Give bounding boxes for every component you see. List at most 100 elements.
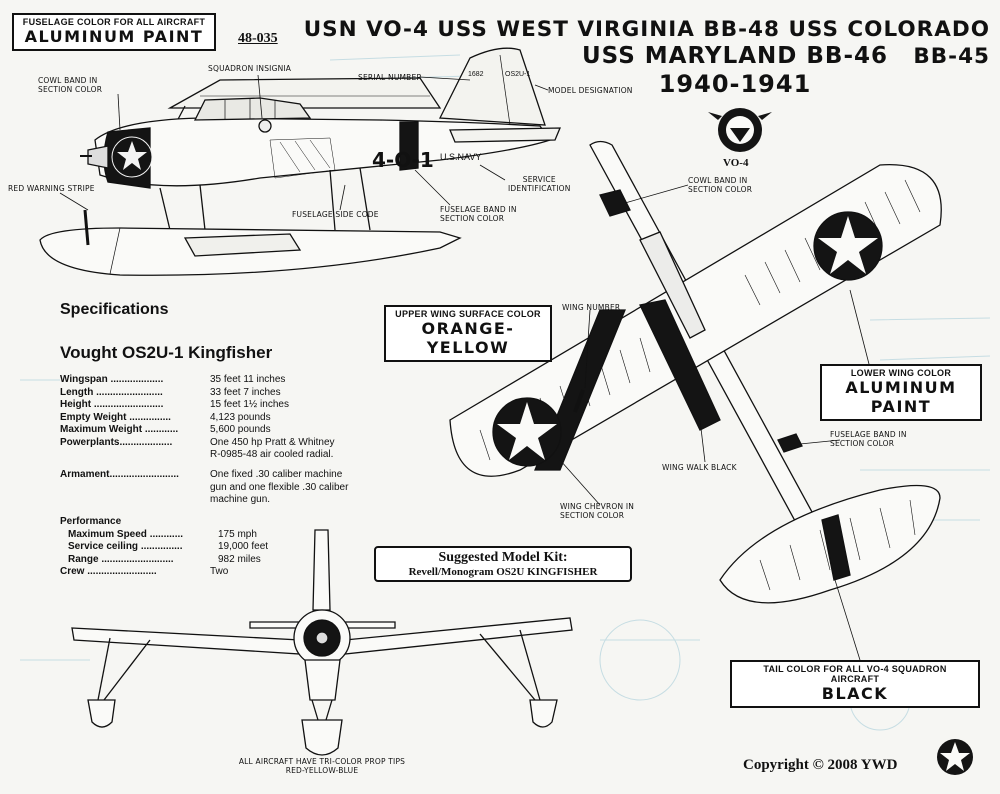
side-leader-lines xyxy=(59,74,549,211)
callout-wing-chevron-2: SECTION COLOR xyxy=(560,511,625,520)
callout-fuselage-band-top-1: FUSELAGE BAND IN xyxy=(830,430,907,439)
top-black-tail xyxy=(821,514,851,581)
side-view-aircraft xyxy=(39,47,561,276)
callout-squadron-insignia: SQUADRON INSIGNIA xyxy=(208,64,292,73)
spec-row: Wingspan ...................35 feet 11 i… xyxy=(60,374,390,387)
squadron-badge xyxy=(708,108,772,152)
spec-key: Maximum Speed ............ xyxy=(68,528,184,540)
callout-cowl-band-top-2: SECTION COLOR xyxy=(688,185,753,194)
lower-wing-box-caption: LOWER WING COLOR xyxy=(850,368,952,378)
callout-cowl-band-side-1: COWL BAND IN xyxy=(38,76,98,85)
spec-value: 4,123 pounds xyxy=(210,411,271,423)
armament-table: Armament......................... One fix… xyxy=(60,469,390,507)
front-float-right xyxy=(529,699,558,728)
callout-fuselage-band-top-2: SECTION COLOR xyxy=(830,439,895,448)
spec-value: gun and one flexible .30 caliber xyxy=(210,481,349,493)
service-marking: U.S.NAVY xyxy=(440,152,482,162)
spec-key: Wingspan ................... xyxy=(60,374,164,385)
spec-key: Range .......................... xyxy=(68,553,174,565)
performance-heading: Performance xyxy=(60,516,122,527)
callout-wing-chevron-1: WING CHEVRON IN xyxy=(560,502,635,511)
callout-wing-number: WING NUMBER xyxy=(562,303,621,312)
spec-row: Armament......................... One fix… xyxy=(60,469,390,482)
upper-wing-color-box: UPPER WING SURFACE COLOR ORANGE-YELLOW xyxy=(384,305,552,362)
spec-key xyxy=(60,482,210,495)
spec-row: R-0985-48 air cooled radial. xyxy=(60,449,390,462)
copyright-text: Copyright © 2008 YWD xyxy=(743,757,898,773)
lower-wing-color-box: LOWER WING COLOR ALUMINUM PAINT xyxy=(820,364,982,421)
spec-value: 15 feet 1½ inches xyxy=(210,399,289,410)
front-view-aircraft xyxy=(71,529,573,756)
spec-key xyxy=(60,494,210,507)
front-wing-left xyxy=(71,627,301,655)
performance-table: Performance Maximum Speed ............ 17… xyxy=(60,516,398,579)
callout-fuselage-band-1: FUSELAGE BAND IN xyxy=(440,205,517,214)
callout-service-id-2: IDENTIFICATION xyxy=(508,184,571,193)
callout-serial-number: SERIAL NUMBER xyxy=(358,73,422,82)
callout-service-id-1: SERVICE xyxy=(522,175,556,184)
kit-name: Revell/Monogram OS2U KINGFISHER xyxy=(408,566,598,578)
callout-wing-chevron: WING CHEVRON IN SECTION COLOR xyxy=(560,502,634,520)
top-cowl-band xyxy=(599,189,631,217)
spec-key: Maximum Weight ............ xyxy=(60,424,179,435)
front-fin xyxy=(312,529,331,611)
spec-row: Height ......................... 15 feet … xyxy=(60,399,390,412)
callout-cowl-band-side: COWL BAND IN SECTION COLOR xyxy=(38,76,102,94)
suggested-kit-box: Suggested Model Kit: Revell/Monogram OS2… xyxy=(374,546,632,582)
spec-key: Powerplants................... xyxy=(60,436,173,448)
spec-key: Service ceiling ............... xyxy=(68,541,183,552)
callout-cowl-band-top: COWL BAND IN SECTION COLOR xyxy=(688,176,752,194)
wing-number-mark xyxy=(573,389,585,413)
spec-value: One fixed .30 caliber machine xyxy=(210,469,343,480)
ywd-roundel-logo xyxy=(937,739,973,775)
spec-value: 19,000 feet xyxy=(218,541,269,552)
top-fuselage-band xyxy=(777,433,803,453)
spec-value: machine gun. xyxy=(210,494,271,505)
callout-fuselage-band-2: SECTION COLOR xyxy=(440,214,505,223)
model-designation-marking: OS2U-1 xyxy=(505,71,531,78)
callout-fuselage-band: FUSELAGE BAND IN SECTION COLOR xyxy=(440,205,517,223)
spec-row: Range .......................... 982 mile… xyxy=(60,554,398,567)
callout-fuselage-side-code: FUSELAGE SIDE CODE xyxy=(292,210,379,219)
spec-row: gun and one flexible .30 caliber xyxy=(60,482,390,495)
callout-cowl-band-side-2: SECTION COLOR xyxy=(38,85,103,94)
fuselage-color-box-caption: FUSELAGE COLOR FOR ALL AIRCRAFT xyxy=(22,17,206,27)
spec-value: 982 miles xyxy=(218,553,261,565)
callout-cowl-band-top-1: COWL BAND IN xyxy=(688,176,748,185)
wing-chevron-b xyxy=(639,299,721,431)
specs-table: Wingspan ...................35 feet 11 i… xyxy=(60,374,390,462)
spec-row: Maximum Weight ............ 5,600 pounds xyxy=(60,424,390,437)
spec-row: Powerplants...................One 450 hp… xyxy=(60,437,390,450)
title-line-3: 1940-1941 xyxy=(658,70,812,98)
spec-value: Two xyxy=(210,566,229,577)
spec-key: Length ........................ xyxy=(60,386,163,398)
aircraft-name: Vought OS2U-1 Kingfisher xyxy=(60,343,273,362)
fuselage-color-box: FUSELAGE COLOR FOR ALL AIRCRAFT ALUMINUM… xyxy=(12,13,216,51)
side-fuselage xyxy=(94,117,552,187)
spec-key: Height ......................... xyxy=(60,399,164,410)
callout-service-identification: SERVICE IDENTIFICATION xyxy=(508,175,571,193)
spec-row: Crew ......................... Two xyxy=(60,566,398,579)
spec-key xyxy=(60,449,210,462)
spec-value: 175 mph xyxy=(218,528,257,540)
callout-prop-tips: ALL AIRCRAFT HAVE TRI-COLOR PROP TIPS RE… xyxy=(222,757,422,775)
spec-key: Crew ......................... xyxy=(60,566,157,577)
callout-fuselage-band-top: FUSELAGE BAND IN SECTION COLOR xyxy=(830,430,907,448)
tail-box-value: BLACK xyxy=(821,684,889,703)
spec-value: R-0985-48 air cooled radial. xyxy=(210,449,334,460)
side-fuselage-band xyxy=(399,121,419,171)
side-star-insignia xyxy=(117,141,147,170)
sheet-number: 48-035 xyxy=(238,31,278,46)
kit-title: Suggested Model Kit: xyxy=(438,550,568,565)
callout-model-designation: MODEL DESIGNATION xyxy=(548,86,633,95)
spec-key: Armament......................... xyxy=(60,469,179,480)
side-fin xyxy=(438,47,546,126)
callout-prop-tips-1: ALL AIRCRAFT HAVE TRI-COLOR PROP TIPS xyxy=(238,757,406,766)
top-view-aircraft xyxy=(449,140,942,604)
spec-value: 5,600 pounds xyxy=(210,424,271,435)
spec-row: Empty Weight ...............4,123 pounds xyxy=(60,412,390,425)
callout-prop-tips-2: RED-YELLOW-BLUE xyxy=(285,766,359,775)
title-line-2: USS MARYLAND BB-46 xyxy=(582,43,888,69)
callout-red-warning-stripe: RED WARNING STRIPE xyxy=(8,184,95,193)
